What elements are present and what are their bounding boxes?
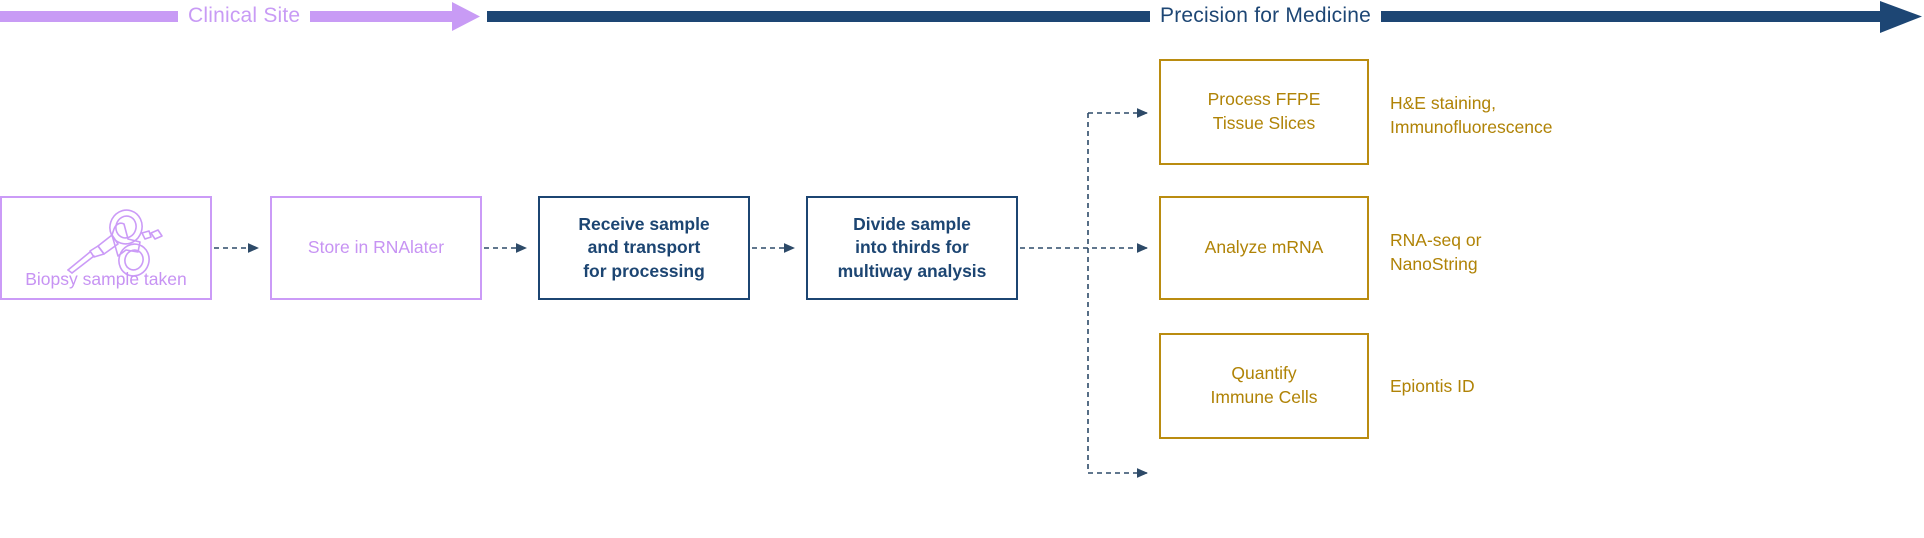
side-note-immune-assays: Epiontis ID	[1390, 376, 1475, 396]
node-analyze-mrna[interactable]: Analyze mRNA	[1159, 196, 1369, 300]
node-label: Biopsy sample taken	[25, 269, 187, 290]
node-label: Process FFPE Tissue Slices	[1207, 89, 1321, 133]
node-label: Analyze mRNA	[1204, 237, 1324, 258]
node-process-ffpe-tissue-slices[interactable]: Process FFPE Tissue Slices	[1159, 59, 1369, 165]
node-divide-sample-into-thirds[interactable]: Divide sample into thirds for multiway a…	[806, 196, 1018, 300]
clinical-site-label: Clinical Site	[178, 5, 311, 26]
node-label: Divide sample into thirds for multiway a…	[837, 213, 987, 281]
node-label: Receive sample and transport for process…	[578, 213, 710, 281]
biopsy-needle-icon	[67, 209, 163, 277]
node-biopsy-sample-taken[interactable]: Biopsy sample taken	[0, 196, 212, 300]
node-label: Store in RNAlater	[307, 237, 445, 258]
precision-for-medicine-label: Precision for Medicine	[1150, 5, 1381, 26]
node-label: Quantify Immune Cells	[1210, 363, 1318, 407]
side-note-mrna-assays: RNA-seq or NanoString	[1390, 230, 1482, 274]
side-note-ffpe-assays: H&E staining, Immunofluorescence	[1390, 93, 1553, 137]
node-quantify-immune-cells[interactable]: Quantify Immune Cells	[1159, 333, 1369, 439]
node-receive-sample-and-transport[interactable]: Receive sample and transport for process…	[538, 196, 750, 300]
node-store-in-rnalater[interactable]: Store in RNAlater	[270, 196, 482, 300]
